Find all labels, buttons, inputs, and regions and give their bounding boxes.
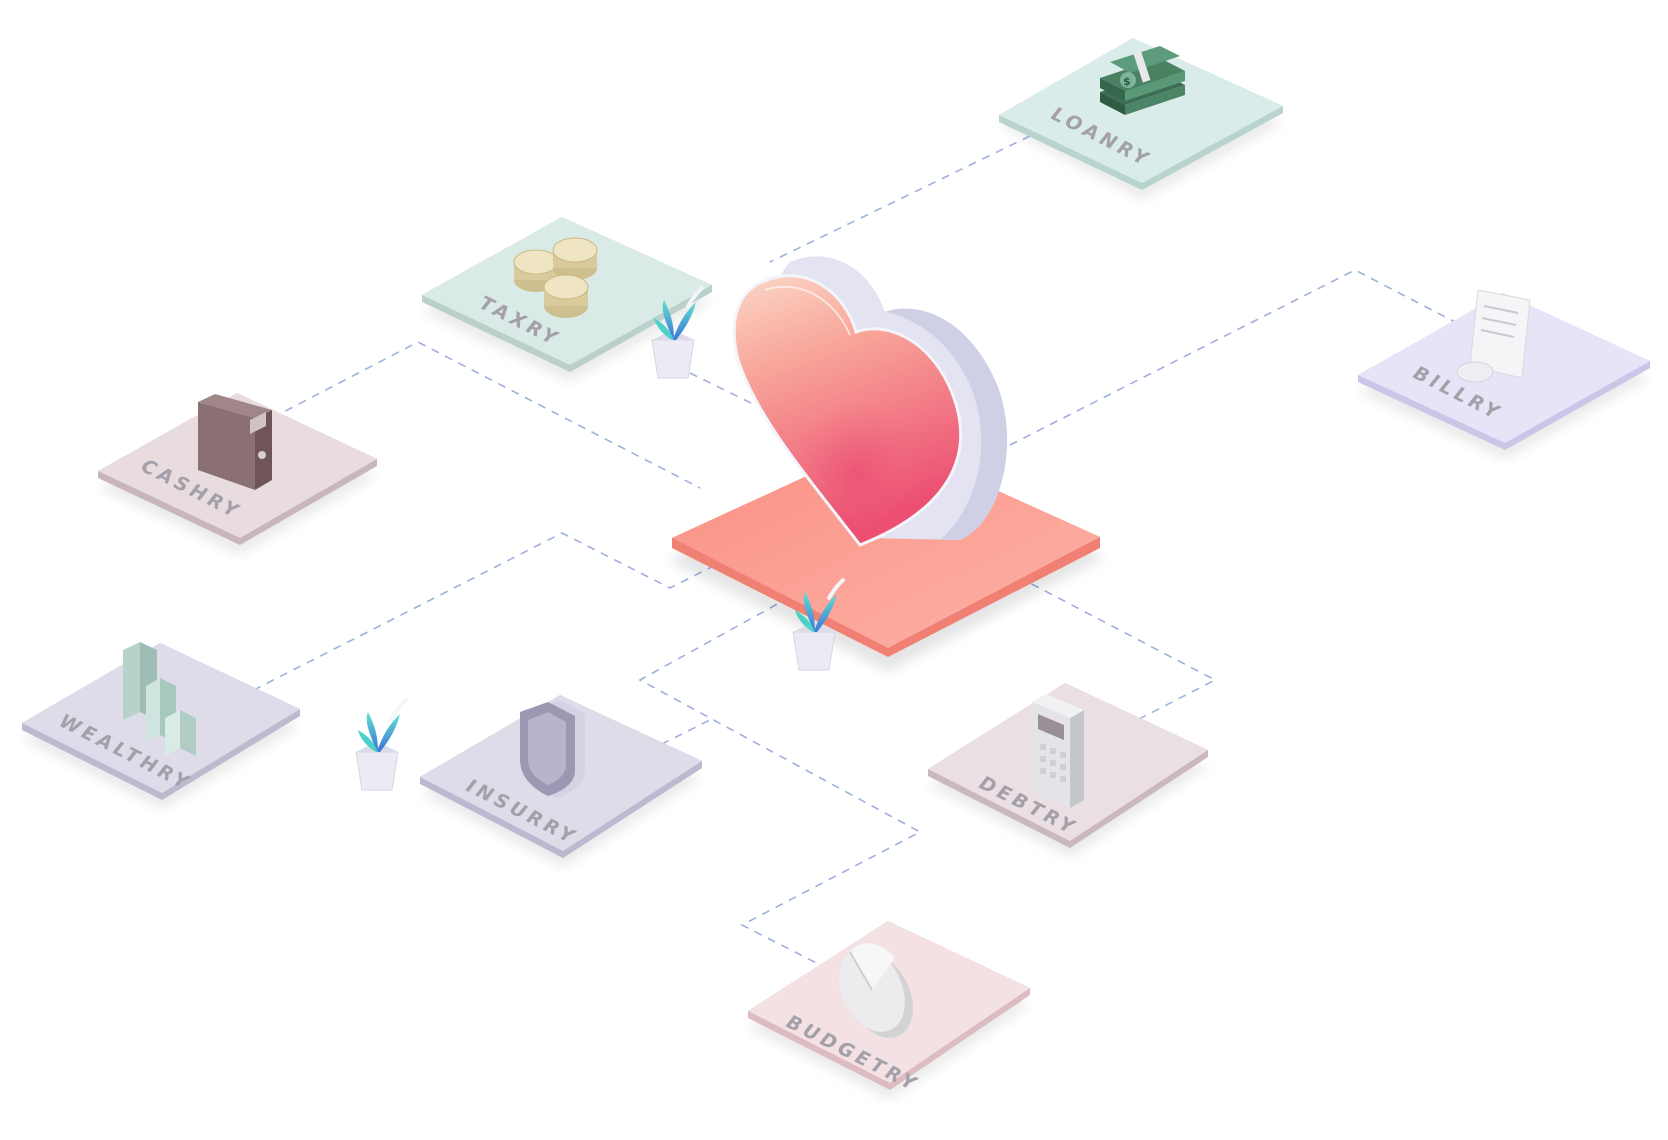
money-stack-icon: $ xyxy=(1100,46,1185,115)
coins-icon xyxy=(513,237,598,318)
plant-icon xyxy=(651,286,704,379)
tile-debtry[interactable]: DEBTRY xyxy=(928,683,1208,858)
connector-loanry xyxy=(769,135,1031,263)
heart-icon xyxy=(732,256,1008,547)
tile-budgetry[interactable]: BUDGETRY xyxy=(748,921,1030,1100)
tile-billry[interactable]: BILLRY xyxy=(1358,289,1650,460)
wallet-icon xyxy=(198,394,272,490)
center-heart-platform xyxy=(668,256,1105,672)
connector-insurry xyxy=(647,719,711,752)
connector-billry xyxy=(1009,269,1456,446)
calculator-icon xyxy=(1032,694,1084,808)
connector-debtry xyxy=(1004,569,1217,735)
connector-taxry-cashry xyxy=(271,341,701,489)
bar-chart-icon xyxy=(123,642,196,756)
tile-wealthry[interactable]: WEALTHRY xyxy=(22,642,300,810)
tile-surface xyxy=(999,38,1283,183)
shield-icon xyxy=(520,700,585,798)
tile-cashry[interactable]: CASHRY xyxy=(98,393,377,555)
tile-insurry[interactable]: INSURRY xyxy=(420,695,702,868)
receipt-icon xyxy=(1456,289,1531,383)
plant-icon xyxy=(792,578,845,671)
plant-icon xyxy=(355,698,408,791)
connector-lines xyxy=(239,135,1456,976)
tile-loanry[interactable]: $ LOANRY xyxy=(999,38,1283,200)
tile-taxry[interactable]: TAXRY xyxy=(422,217,712,382)
svg-text:$: $ xyxy=(1123,75,1131,88)
connector-plant-mid xyxy=(638,596,922,976)
connector-wealthry xyxy=(239,532,746,698)
pie-chart-icon xyxy=(839,943,913,1038)
connector-taxry-plant xyxy=(689,372,756,406)
module-tiles: $ LOANRY TAXRY xyxy=(22,38,1650,1100)
